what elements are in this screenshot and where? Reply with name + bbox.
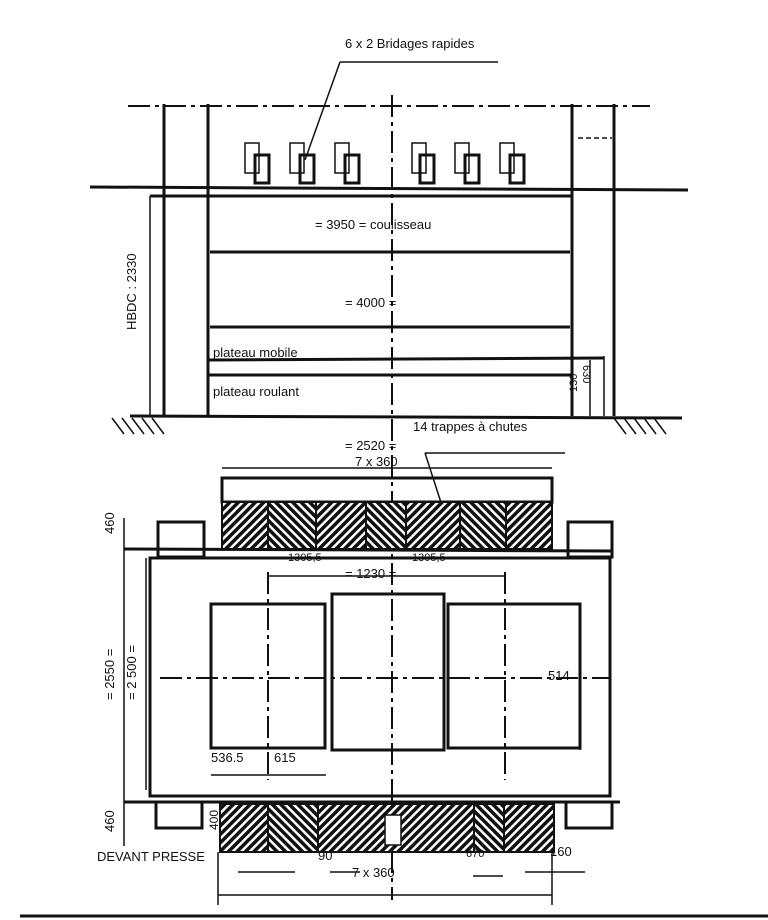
slide-dimension: = 3950 = coulisseau <box>315 217 431 232</box>
dim-7x360-bottom: 7 x 360 <box>352 865 395 880</box>
dim-670: 670 <box>466 848 484 860</box>
dim-1305-left: 1305,5 <box>288 552 322 564</box>
hbdc-dimension: HBDC : 2330 <box>124 253 139 330</box>
dim-7x360-top: 7 x 360 <box>355 454 398 469</box>
dim-460-bottom: 460 <box>102 810 117 832</box>
plan-view: 14 trappes à chutes = 2520 = 7 x 360 130… <box>20 419 768 918</box>
front-elevation: 6 x 2 Bridages rapides = 3950 = coulisse… <box>89 36 689 900</box>
dim-400: 400 <box>207 810 221 830</box>
scrap-doors-label: 14 trappes à chutes <box>413 419 528 434</box>
dim-615: 615 <box>274 750 296 765</box>
dim-130: 130 <box>568 374 580 392</box>
dim-2500: = 2 500 = <box>124 645 139 700</box>
dim-460-top: 460 <box>102 512 117 534</box>
dim-514: 514 <box>548 668 570 683</box>
dim-160: 160 <box>550 844 572 859</box>
dim-90: 90 <box>318 848 332 863</box>
dim-630: 630 <box>580 365 592 383</box>
dim-2550: = 2550 = <box>102 649 117 700</box>
clamps-label: 6 x 2 Bridages rapides <box>345 36 475 51</box>
dim-1305-right: 1305,5 <box>412 552 446 564</box>
bolster-mobile-label: plateau mobile <box>213 345 298 360</box>
dim-2520: = 2520 = <box>345 438 396 453</box>
bolster-rolling-label: plateau roulant <box>213 384 299 399</box>
dim-536: 536.5 <box>211 750 244 765</box>
front-of-press-label: DEVANT PRESSE <box>97 849 205 864</box>
quick-clamps <box>244 142 526 185</box>
width-dimension: = 4000 = <box>345 295 396 310</box>
dim-1230: = 1230 = <box>345 566 396 581</box>
